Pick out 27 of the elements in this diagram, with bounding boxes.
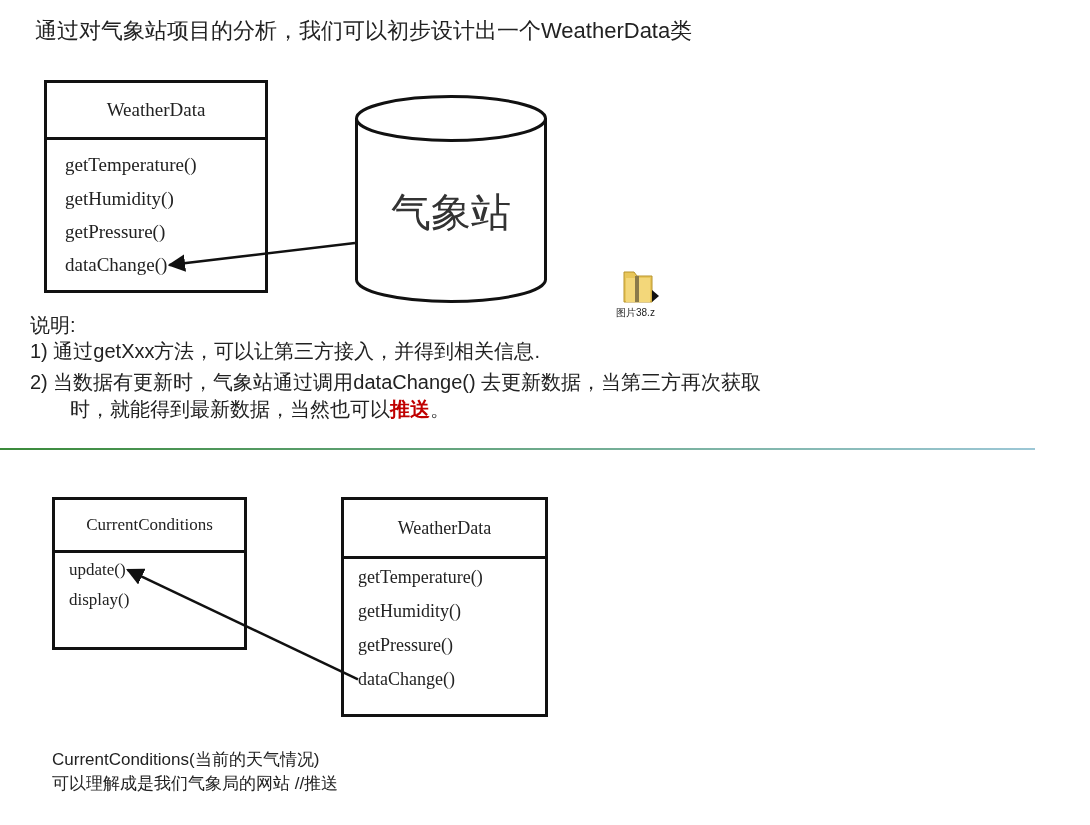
arrow [126, 568, 359, 681]
method-name: dataChange() [358, 669, 455, 690]
file-name: 图片38.z [616, 306, 655, 320]
method-name: getTemperature() [358, 567, 483, 588]
method-name: getHumidity() [358, 601, 461, 622]
method-name: getPressure() [65, 221, 166, 243]
method-name: getPressure() [358, 635, 453, 656]
class-name: CurrentConditions [86, 515, 213, 535]
method-name: getHumidity() [65, 188, 174, 210]
class-name: WeatherData [106, 99, 206, 121]
database-cylinder [355, 95, 547, 303]
note: 可以理解成是我们气象局的网站 //推送 [52, 773, 339, 795]
node-label: 气象站 [390, 189, 512, 236]
title: 通过对气象站项目的分析，我们可以初步设计出一个WeatherData类 [35, 17, 693, 45]
list-item: 1) 通过getXxx方法，可以让第三方接入，并得到相关信息. [30, 339, 541, 364]
class-name: WeatherData [397, 517, 492, 539]
class-box [341, 497, 548, 717]
list-item: 2) 当数据有更新时，气象站通过调用dataChange() 去更新数据，当第三方再次获取时，就能得到最新数据，当然也可以推送。 [30, 370, 763, 422]
class-box [44, 80, 268, 293]
method-name: getTemperature() [65, 154, 197, 176]
note: CurrentConditions(当前的天气情况) [52, 749, 320, 771]
class-box [52, 497, 247, 650]
method-name: update() [69, 560, 126, 580]
arrow [167, 241, 356, 272]
heading: 说明: [30, 313, 76, 338]
method-name: dataChange() [65, 254, 168, 276]
method-name: display() [69, 590, 130, 610]
